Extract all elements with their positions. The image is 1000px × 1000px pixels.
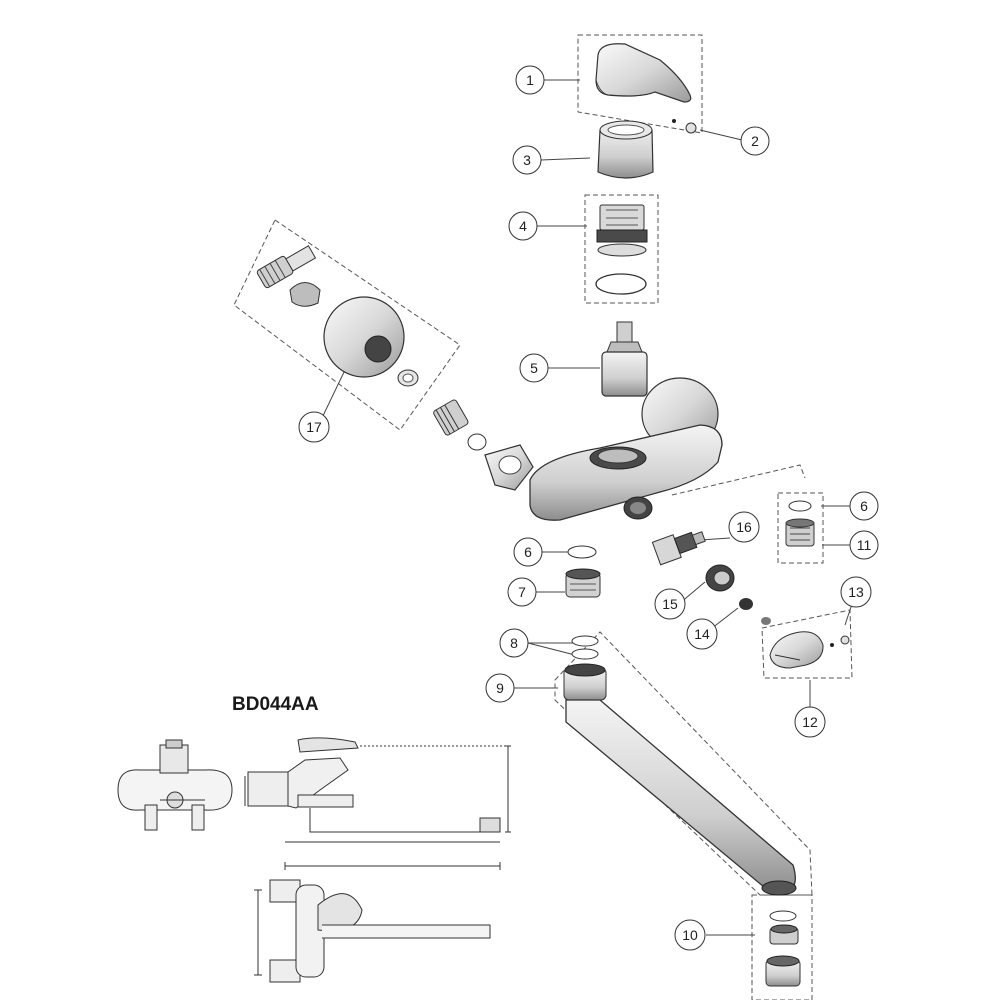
callout-2: 2 (740, 126, 770, 156)
callout-8-label: 8 (510, 635, 518, 651)
technical-drawing-front (117, 739, 233, 831)
callout-6-lower-label: 6 (524, 544, 532, 560)
callout-1: 1 (515, 65, 545, 95)
callout-13-label: 13 (848, 584, 864, 600)
group-17-outline (233, 219, 461, 431)
group-6-11-outline (777, 492, 824, 564)
part-8-orings (571, 635, 599, 660)
part-14-washer (739, 598, 771, 625)
dashed-group-outlines (233, 34, 853, 1000)
part-4-nut-and-ring (595, 204, 648, 295)
leader-8b (527, 642, 576, 656)
callout-5: 5 (519, 353, 549, 383)
callout-12-label: 12 (802, 714, 818, 730)
callout-12: 12 (794, 706, 826, 738)
callout-10: 10 (674, 919, 706, 951)
model-code-title: BD044AA (232, 694, 319, 715)
callout-16: 16 (728, 511, 760, 543)
part-11-adapter (785, 518, 815, 547)
callout-6-upper-label: 6 (860, 498, 868, 514)
callout-10-label: 10 (682, 927, 698, 943)
callout-9-label: 9 (496, 680, 504, 696)
callout-7-label: 7 (518, 584, 526, 600)
part-6-oring-lower (567, 545, 597, 559)
part-6-oring-upper (788, 500, 812, 512)
mixer-body (529, 377, 723, 521)
callout-6-upper: 6 (849, 491, 879, 521)
callout-15-label: 15 (662, 596, 678, 612)
group-9-spout-outline (554, 631, 813, 896)
part-1-lever-handle (595, 43, 692, 103)
leader-lines (319, 79, 856, 936)
leader-2 (699, 129, 743, 141)
part-15-ring (705, 564, 735, 592)
callout-11-label: 11 (857, 537, 872, 553)
callout-1-label: 1 (526, 72, 534, 88)
part-9-spout (563, 663, 797, 896)
callout-6-lower: 6 (513, 537, 543, 567)
technical-drawing-side (244, 737, 511, 843)
group-4-outline (584, 194, 659, 304)
part-10-aerator (765, 910, 801, 987)
callout-8: 8 (499, 628, 529, 658)
part-17-eccentric-and-flange (256, 245, 419, 387)
leader-3 (540, 157, 591, 161)
part-12-small-handle (769, 631, 824, 669)
callout-4: 4 (508, 211, 538, 241)
part-13-screw (830, 635, 850, 647)
group-10-outline (751, 894, 813, 1000)
callout-9: 9 (485, 673, 515, 703)
callout-bubbles: 1 2 3 4 5 6 6 7 (298, 65, 879, 951)
callout-11: 11 (849, 530, 879, 560)
callout-4-label: 4 (519, 218, 527, 234)
callout-14: 14 (686, 618, 718, 650)
callout-3-label: 3 (523, 152, 531, 168)
group-12-outline (761, 609, 853, 679)
callout-3: 3 (512, 145, 542, 175)
part-5-cartridge (601, 321, 648, 397)
callout-14-label: 14 (694, 626, 710, 642)
callout-13: 13 (840, 576, 872, 608)
part-7-nipple (565, 568, 601, 598)
connector-parts-left (433, 399, 534, 491)
callout-16-label: 16 (736, 519, 752, 535)
callout-15: 15 (654, 588, 686, 620)
callout-5-label: 5 (530, 360, 538, 376)
callout-2-label: 2 (751, 133, 759, 149)
technical-drawing-top (254, 862, 501, 983)
group-1-outline (577, 34, 703, 134)
part-3-cover-cap (597, 120, 654, 179)
callout-17-label: 17 (306, 419, 322, 435)
callout-7: 7 (507, 577, 537, 607)
callout-17: 17 (298, 411, 330, 443)
part-2-set-screw (672, 119, 697, 134)
flange-connector-dashes (671, 464, 806, 496)
part-16-diverter (651, 531, 706, 566)
leader-17 (319, 369, 346, 423)
